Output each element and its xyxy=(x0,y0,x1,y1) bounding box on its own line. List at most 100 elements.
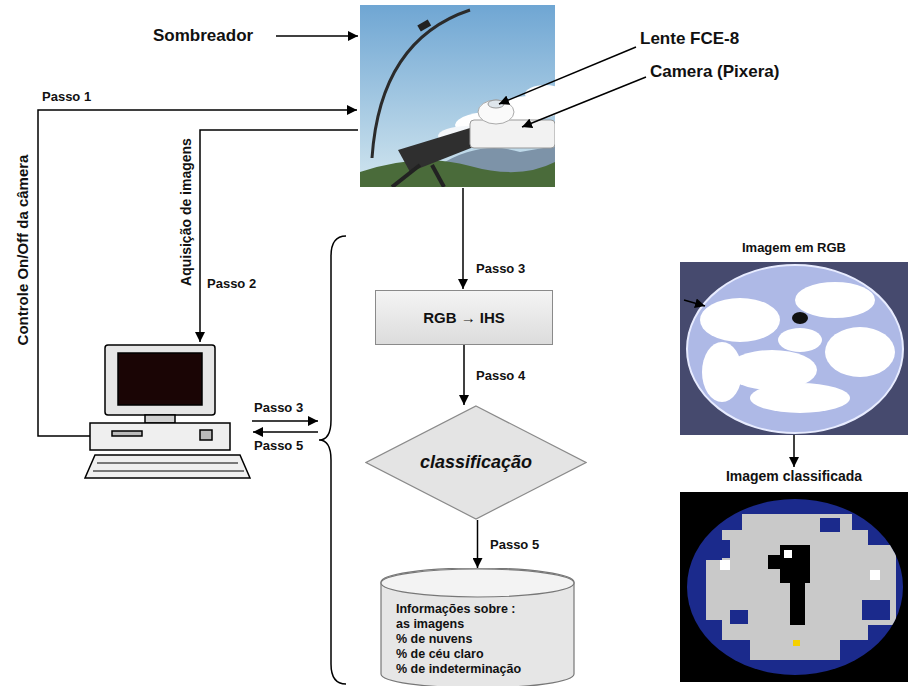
image-panel: Imagem classificada xyxy=(680,467,908,682)
classified-image xyxy=(742,514,852,534)
classified-image xyxy=(687,499,903,675)
node-text: Imagem em RGB xyxy=(742,240,846,255)
classified-image xyxy=(680,492,908,682)
node-text: RGB → IHS xyxy=(423,309,505,326)
classified-image xyxy=(793,640,800,646)
node-label: % de nuvens xyxy=(396,632,521,647)
fisheye-rgb-image xyxy=(795,282,875,318)
leader-arrows xyxy=(499,47,636,104)
fisheye-rgb-image xyxy=(700,282,895,413)
fisheye-rgb-image xyxy=(702,342,742,402)
cylinder-outline xyxy=(381,568,574,686)
classified-image xyxy=(750,638,840,660)
fisheye-rgb-image xyxy=(792,312,808,324)
node-label: classificação xyxy=(420,452,532,473)
camera-photo xyxy=(470,120,555,148)
vertical-label: Aquisição de imagens xyxy=(178,138,194,286)
fisheye-rgb-image xyxy=(687,265,903,433)
classified-image xyxy=(780,545,810,583)
fisheye-rgb-image xyxy=(687,265,903,433)
computer-icon xyxy=(90,423,230,450)
node-label: Imagem classificada xyxy=(726,468,862,484)
node-text: Informações sobre :as imagens% de nuvens… xyxy=(396,602,521,677)
control-wires xyxy=(253,431,318,433)
classified-image xyxy=(730,610,748,624)
decision-diamond: classificação xyxy=(365,405,587,520)
node-label: as imagens xyxy=(396,617,521,632)
leader-arrows xyxy=(276,36,646,127)
image-panel: Imagem em RGB xyxy=(680,238,908,435)
classified-image xyxy=(768,555,782,569)
node-label: RGB → IHS xyxy=(423,309,505,326)
computer-icon xyxy=(118,353,202,405)
fisheye-rgb-image xyxy=(750,383,850,413)
fisheye-rgb-image xyxy=(825,327,895,377)
computer-icon xyxy=(93,471,244,472)
fisheye-rgb-image xyxy=(680,262,908,435)
control-wires xyxy=(200,130,358,342)
flow-arrow xyxy=(477,520,479,568)
computer-icon xyxy=(97,463,238,464)
fisheye-rgb-image xyxy=(778,328,822,352)
classified-image xyxy=(790,583,805,625)
control-wires xyxy=(462,188,464,289)
computer-icon xyxy=(112,431,142,436)
node-label: % de indeterminação xyxy=(396,662,521,677)
node-text: classificação xyxy=(420,452,532,473)
computer-icon xyxy=(85,455,250,478)
leader-arrows xyxy=(276,35,358,37)
classified-image xyxy=(722,530,868,640)
classified-image xyxy=(870,570,880,580)
computer-icon xyxy=(145,415,175,423)
camera-photo xyxy=(398,128,476,172)
computer-icon xyxy=(200,430,212,440)
classified-image xyxy=(860,545,896,625)
classified-image xyxy=(706,540,730,558)
camera-photo xyxy=(360,5,555,187)
diamond-outline xyxy=(366,406,586,519)
classified-image xyxy=(862,600,890,620)
flow-arrow xyxy=(463,345,465,405)
text-label: Passo 5 xyxy=(254,438,303,453)
control-wires xyxy=(252,420,318,422)
fisheye-rgb-image xyxy=(700,298,780,342)
classified-image xyxy=(706,514,896,660)
node-label: % de céu claro xyxy=(396,647,521,662)
process-box: RGB → IHS xyxy=(375,290,553,345)
camera-photo xyxy=(392,165,420,187)
classified-image xyxy=(720,560,730,570)
camera-photo xyxy=(488,100,504,108)
node-text: Imagem classificada xyxy=(726,468,862,484)
text-label: Passo 3 xyxy=(476,261,525,276)
classified-image xyxy=(784,550,792,558)
computer-icon xyxy=(105,345,215,415)
step-label: Passo 4 xyxy=(476,368,525,383)
control-wires xyxy=(38,110,357,436)
camera-photo xyxy=(432,165,444,187)
database-cylinder: Informações sobre :as imagens% de nuvens… xyxy=(380,568,575,686)
text-label: Sombreador xyxy=(153,26,253,46)
camera-photo xyxy=(372,10,470,158)
camera-photo xyxy=(417,19,431,31)
leader-arrows xyxy=(522,77,646,127)
text-label: Passo 2 xyxy=(207,276,256,291)
text-label: Camera (Pixera) xyxy=(650,62,779,82)
camera-photo xyxy=(360,160,555,187)
step-label: Passo 5 xyxy=(490,537,539,552)
fisheye-rgb-image xyxy=(684,300,705,306)
classified-image xyxy=(820,518,840,532)
text-label: Passo 1 xyxy=(42,89,91,104)
flow-arrow xyxy=(793,435,795,467)
node-label: Informações sobre : xyxy=(396,602,521,617)
computer-icon xyxy=(85,345,250,478)
text-label: Passo 3 xyxy=(254,400,303,415)
vertical-label: Controle On/Off da câmera xyxy=(14,155,31,346)
cylinder-top xyxy=(381,569,574,597)
classified-image xyxy=(680,492,908,682)
fisheye-rgb-image xyxy=(680,262,908,435)
control-wires xyxy=(38,110,463,436)
node-label: Imagem em RGB xyxy=(742,240,846,255)
curly-brace xyxy=(319,236,346,684)
text-label: Lente FCE-8 xyxy=(640,29,739,49)
